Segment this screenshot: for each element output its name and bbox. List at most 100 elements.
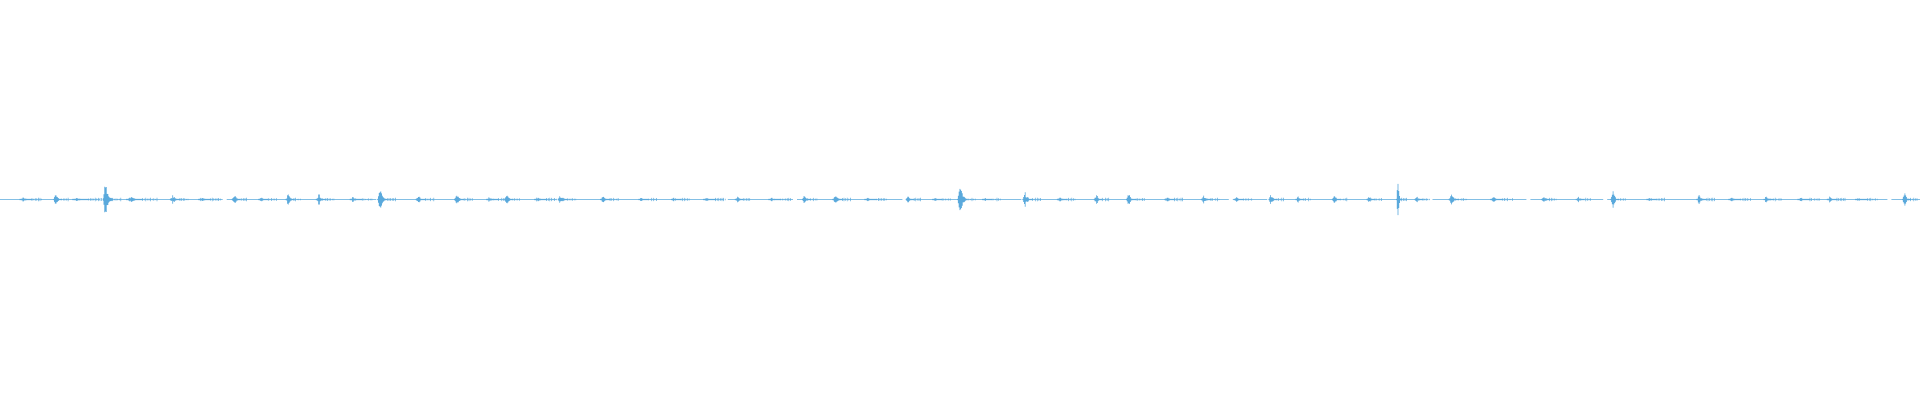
burst-samples: [415, 196, 426, 203]
waveform-burst: [1646, 197, 1665, 202]
burst-samples: [258, 197, 269, 202]
burst-samples: [1826, 196, 1838, 203]
burst-tail: [112, 197, 122, 202]
waveform-burst: [1126, 195, 1145, 204]
burst-samples: [1022, 192, 1033, 207]
waveform-burst: [1056, 197, 1076, 202]
waveform-burst: [1164, 197, 1183, 202]
burst-tail: [387, 197, 396, 202]
waveform-burst: [638, 197, 657, 202]
waveform-burst: [315, 194, 335, 205]
waveform-burst: [1826, 196, 1846, 203]
burst-tail: [1422, 198, 1430, 201]
burst-tail: [1910, 197, 1918, 202]
waveform-burst: [1797, 197, 1820, 202]
burst-samples: [454, 195, 465, 204]
waveform-burst: [932, 198, 951, 201]
waveform-burst: [1541, 197, 1557, 202]
waveform-burst: [1696, 195, 1715, 204]
burst-tail: [1583, 197, 1591, 202]
waveform-burst: [1610, 191, 1626, 208]
burst-samples: [703, 198, 716, 201]
burst-samples: [231, 196, 241, 203]
burst-samples: [1268, 195, 1278, 204]
waveform-burst: [504, 195, 520, 204]
waveform-burst: [377, 191, 396, 208]
burst-samples: [198, 197, 211, 202]
burst-samples: [1646, 198, 1657, 201]
burst-tail: [966, 197, 976, 202]
burst-tail: [425, 197, 435, 202]
burst-samples: [1728, 197, 1742, 202]
waveform-burst: [169, 195, 189, 204]
burst-tail: [1809, 197, 1820, 202]
waveform-burst: [285, 194, 301, 205]
baseline-gap: [1603, 198, 1608, 201]
burst-samples: [1541, 197, 1550, 202]
waveform-burst: [1448, 194, 1468, 205]
waveform-burst: [703, 197, 726, 202]
waveform-burst: [258, 197, 277, 202]
waveform-burst: [557, 196, 577, 203]
baseline-gap: [222, 198, 227, 201]
waveform-burst: [53, 195, 69, 204]
burst-samples: [982, 198, 993, 201]
baseline-gap: [902, 198, 907, 201]
burst-samples: [126, 197, 143, 202]
waveform-burst: [1763, 196, 1782, 203]
burst-samples: [600, 196, 611, 203]
burst-tail: [567, 198, 577, 201]
burst-tail: [1174, 197, 1183, 202]
burst-samples: [1164, 197, 1175, 202]
waveform-burst: [534, 197, 557, 202]
burst-samples: [1902, 193, 1911, 206]
waveform-burst: [1396, 183, 1407, 216]
burst-samples: [285, 194, 295, 205]
waveform-burst: [1575, 196, 1591, 203]
burst-tail: [31, 197, 42, 202]
waveform-burst: [231, 196, 247, 203]
burst-tail: [1458, 198, 1468, 201]
burst-samples: [1448, 194, 1459, 205]
burst-tail: [546, 197, 557, 202]
waveform-burst: [864, 197, 887, 202]
burst-samples: [53, 195, 62, 204]
burst-tail: [1867, 197, 1878, 202]
burst-samples: [557, 196, 569, 203]
burst-tail: [361, 198, 373, 201]
burst-samples: [1056, 197, 1068, 202]
burst-samples: [1295, 196, 1305, 203]
burst-samples: [734, 196, 744, 203]
burst-tail: [1276, 197, 1284, 202]
burst-tail: [913, 197, 921, 202]
burst-samples: [905, 196, 915, 203]
burst-samples: [1200, 195, 1212, 204]
burst-samples: [932, 198, 943, 201]
burst-samples: [1490, 197, 1503, 202]
burst-tail: [142, 197, 158, 202]
burst-tail: [179, 198, 189, 201]
burst-tail: [1243, 198, 1253, 201]
burst-tail: [1401, 197, 1407, 202]
baseline-gap: [1887, 198, 1892, 201]
burst-tail: [463, 197, 473, 202]
burst-tail: [1773, 197, 1782, 202]
waveform-burst: [734, 196, 751, 203]
waveform-burst: [832, 196, 851, 203]
burst-samples: [1396, 183, 1402, 216]
baseline-gap: [723, 198, 728, 201]
burst-tail: [680, 197, 690, 202]
burst-samples: [19, 197, 33, 202]
burst-tail: [1032, 197, 1041, 202]
burst-samples: [1575, 196, 1585, 203]
waveform-burst: [600, 196, 619, 203]
burst-tail: [1656, 197, 1665, 202]
burst-samples: [534, 197, 547, 202]
waveform-burst: [1855, 197, 1878, 202]
burst-samples: [1233, 197, 1244, 202]
burst-tail: [1210, 197, 1220, 202]
burst-tail: [239, 197, 247, 202]
waveform-burst: [1268, 195, 1284, 204]
burst-tail: [325, 198, 335, 201]
